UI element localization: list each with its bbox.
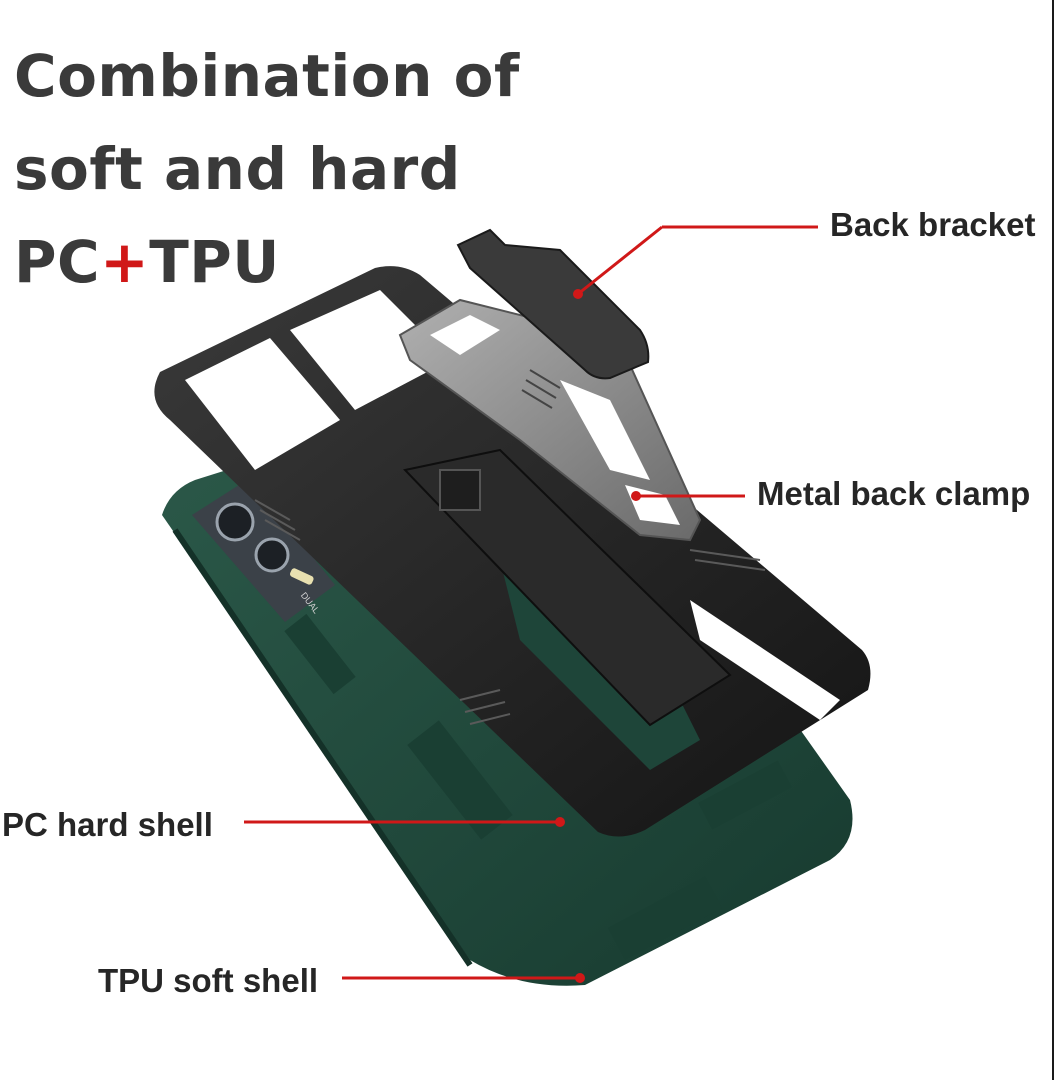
material-plus: + [100,227,150,296]
material-pc: PC [14,227,101,296]
headline-line-2: soft and hard [14,134,461,203]
camera-module: DUAL [192,478,335,622]
callout-metal-back-clamp: Metal back clamp [757,475,1031,512]
pc-hard-shell [154,266,871,837]
callout-back-bracket: Back bracket [830,206,1036,243]
material-tpu: TPU [149,227,280,296]
right-edge-divider [1052,0,1054,1080]
callout-tpu-soft-shell: TPU soft shell [98,962,319,999]
metal-back-clamp [398,298,702,542]
headline-line-1: Combination of [14,42,520,110]
back-bracket [456,228,650,380]
headline-line-3: PC+TPU [14,216,520,309]
callout-pc-hard-shell: PC hard shell [2,806,213,843]
callout-lines [244,225,818,983]
headline: Combination of soft and hard PC+TPU [14,30,520,308]
